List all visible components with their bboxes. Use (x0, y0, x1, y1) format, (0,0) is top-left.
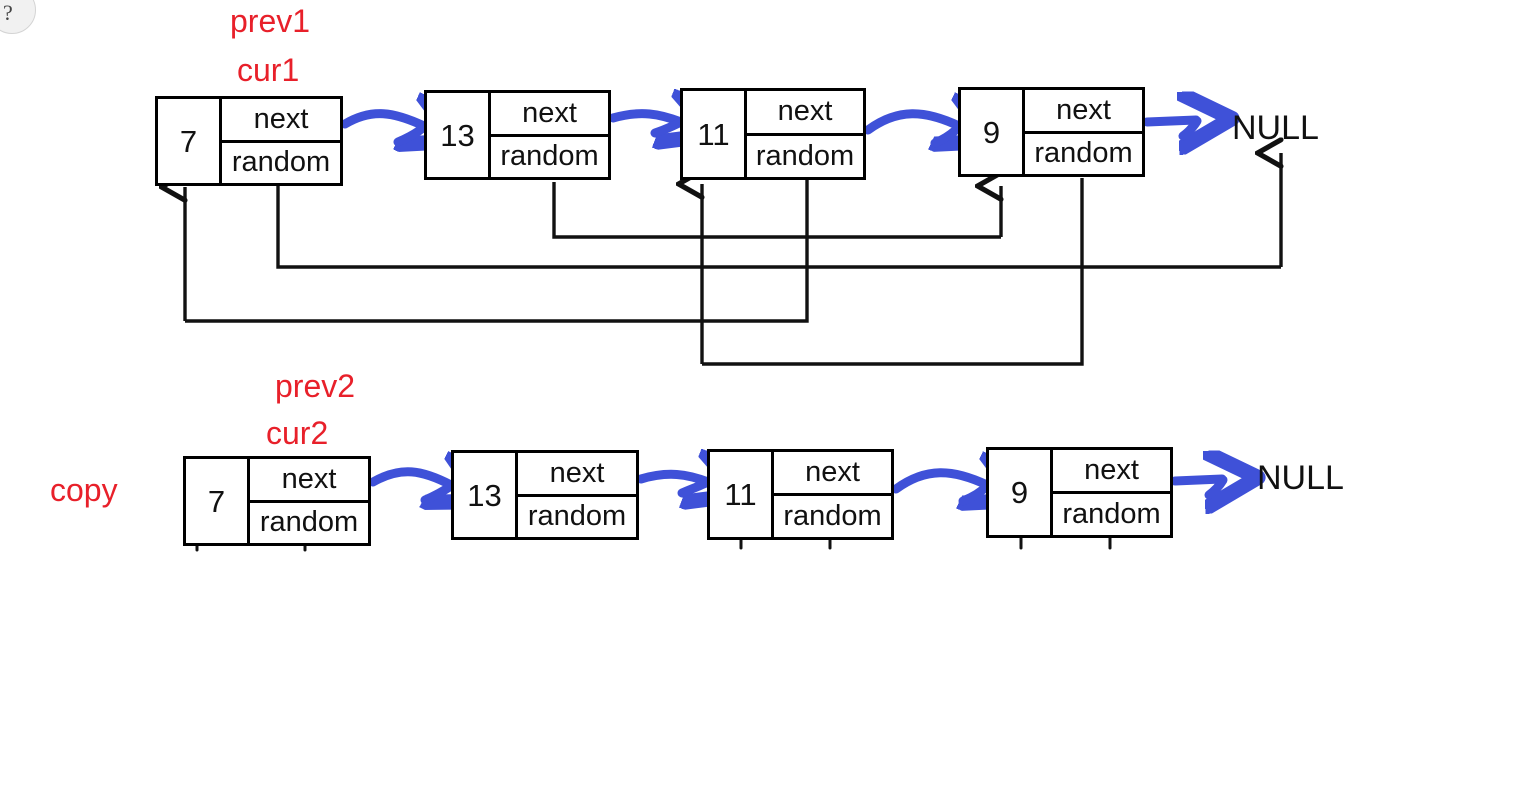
node-value: 9 (961, 90, 1025, 174)
copy-next-arrow-13-to-11 (636, 474, 708, 482)
next-arrow-13-to-11 (608, 114, 681, 122)
random-pointer-11-to-7 (185, 180, 809, 323)
node-fields: next random (491, 93, 608, 177)
node-next-field: next (774, 452, 891, 496)
next-arrow-7-to-13 (340, 114, 424, 126)
node-random-field: random (755, 139, 855, 172)
copy-arrow-tail-4 (1204, 475, 1228, 500)
label-prev2: prev2 (275, 368, 356, 404)
copy-arrow-tail-2 (677, 477, 713, 498)
label-cur2: cur2 (266, 415, 329, 451)
node-value: 13 (427, 93, 491, 177)
node-original-7[interactable]: 7 next random (155, 96, 343, 186)
node-value: 9 (989, 450, 1053, 535)
label-copy: copy (50, 472, 118, 508)
node-random-field: random (259, 506, 359, 539)
node-random-field: random (1034, 137, 1133, 170)
node-next-field: next (518, 453, 636, 497)
node-next-field: next (1053, 450, 1170, 494)
node-copy-13[interactable]: 13 next random (451, 450, 639, 540)
node-random-field: random (783, 500, 882, 532)
node-next-field: next (491, 93, 608, 137)
node-copy-9[interactable]: 9 next random (986, 447, 1173, 538)
node-next-field: next (747, 91, 863, 136)
node-fields: next random (250, 459, 368, 543)
arrow-tail-2 (650, 117, 686, 138)
arrow-tail-1 (393, 122, 429, 147)
copy-next-arrow-11-to-9 (891, 473, 987, 489)
node-fields: next random (518, 453, 636, 537)
arrow-tail-4 (1178, 116, 1202, 141)
label-prev1: prev1 (230, 3, 311, 39)
node-next-field: next (250, 459, 368, 503)
node-random-field: random (1062, 498, 1161, 530)
node-next-field: next (222, 99, 340, 143)
node-value: 13 (454, 453, 518, 537)
copy-arrow-tail-3 (958, 481, 992, 506)
node-random-field: random (231, 146, 331, 179)
node-fields: next random (774, 452, 891, 537)
node-fields: next random (222, 99, 340, 183)
node-copy-11[interactable]: 11 next random (707, 449, 894, 540)
arrow-tail-3 (930, 122, 964, 148)
random-pointer-9-to-11 (702, 178, 1084, 366)
node-copy-7[interactable]: 7 next random (183, 456, 371, 546)
null-label-copy: NULL (1257, 459, 1344, 497)
node-fields: next random (747, 91, 863, 177)
node-original-11[interactable]: 11 next random (680, 88, 866, 180)
copy-arrow-tail-1 (420, 481, 456, 505)
node-next-field: next (1025, 90, 1142, 134)
node-value: 11 (710, 452, 774, 537)
node-value: 7 (186, 459, 250, 543)
node-fields: next random (1025, 90, 1142, 174)
copy-next-arrow-9-to-null (1170, 479, 1222, 481)
help-icon-glyph: ? (3, 0, 13, 25)
node-random-field: random (527, 500, 627, 533)
node-fields: next random (1053, 450, 1170, 535)
help-icon[interactable]: ? (0, 0, 36, 34)
node-random-field: random (500, 140, 599, 173)
node-original-13[interactable]: 13 next random (424, 90, 611, 180)
node-value: 11 (683, 91, 747, 177)
next-arrow-11-to-9 (863, 114, 959, 130)
null-label-original: NULL (1232, 109, 1319, 147)
random-pointer-13-to-9 (552, 182, 1001, 239)
node-original-9[interactable]: 9 next random (958, 87, 1145, 177)
node-value: 7 (158, 99, 222, 183)
label-cur1: cur1 (237, 52, 300, 88)
next-arrow-9-to-null (1142, 120, 1196, 122)
copy-next-arrow-7-to-13 (368, 472, 451, 485)
